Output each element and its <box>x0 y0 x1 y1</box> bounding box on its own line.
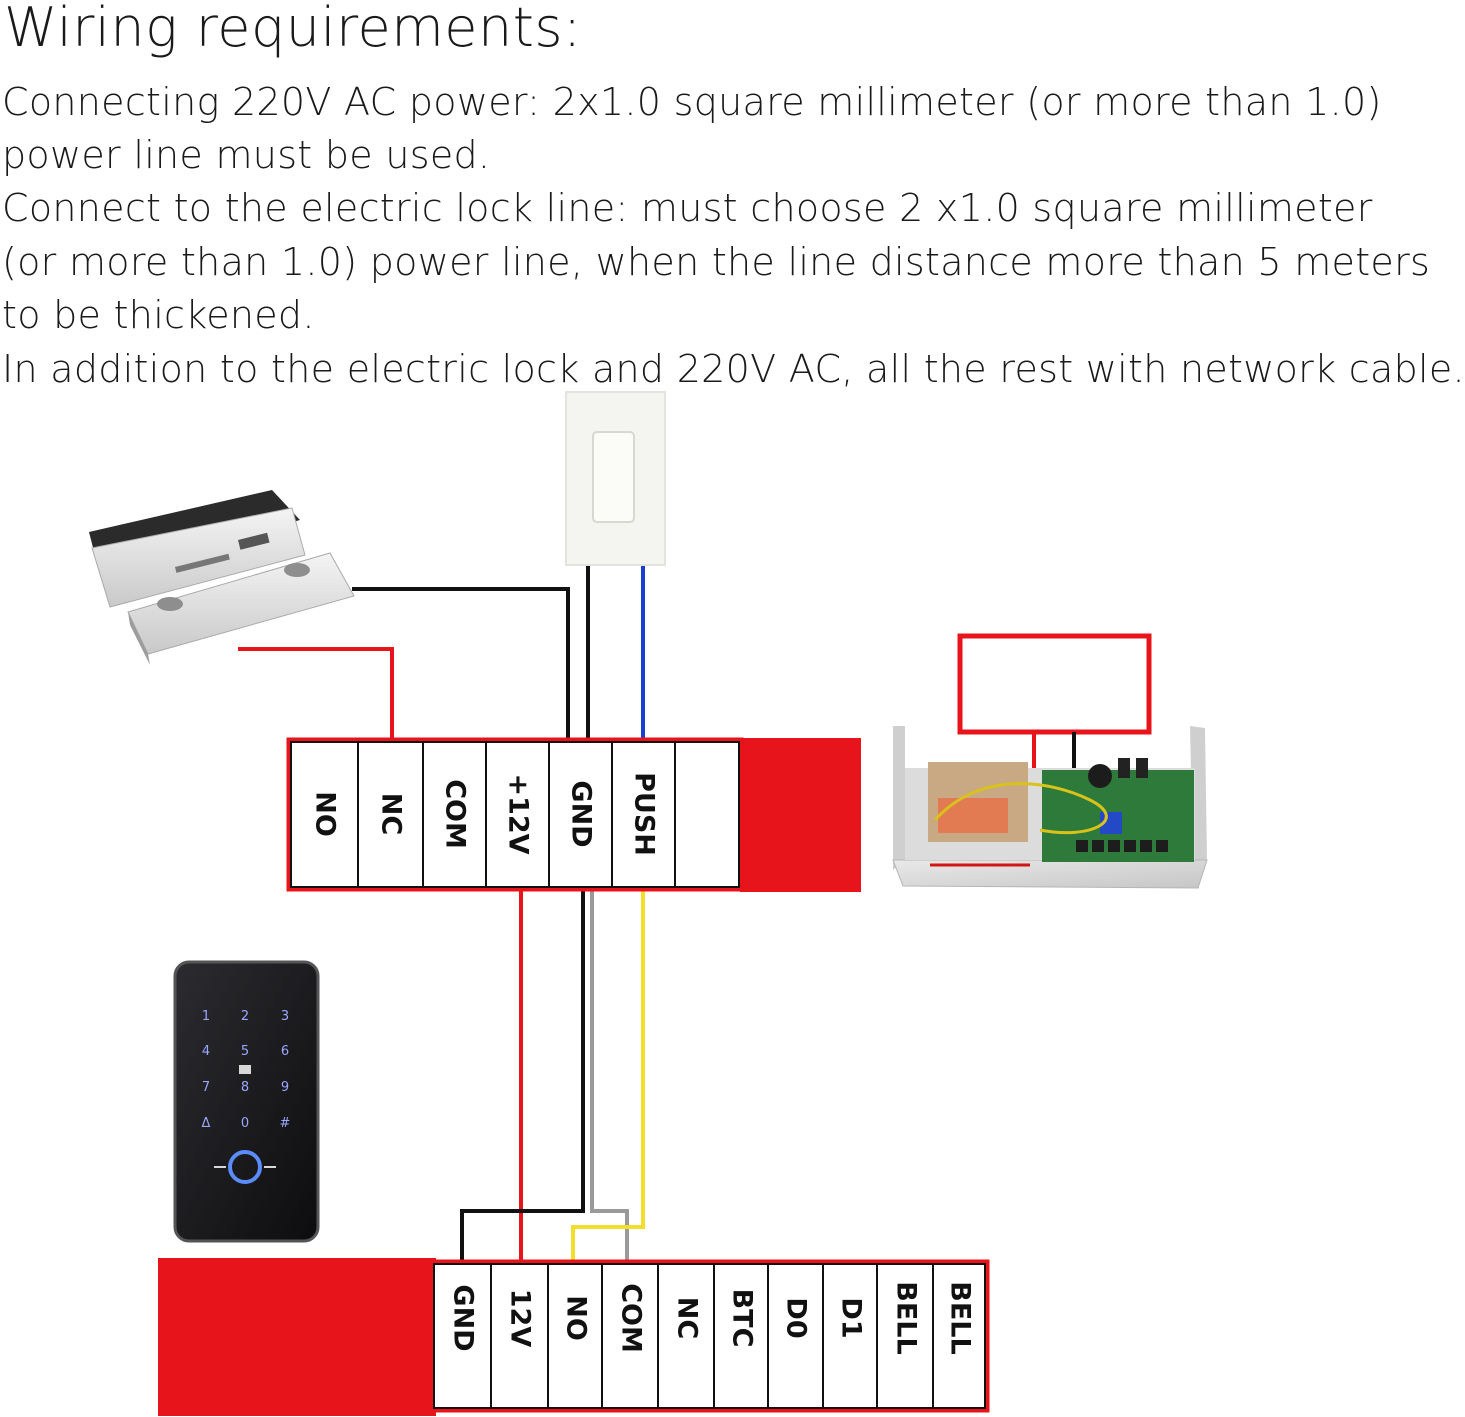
ps-terminal-gnd: GND <box>566 780 597 847</box>
ctrl-terminal-gnd: GND <box>448 1284 479 1351</box>
requirement-line-4: (or more than 1.0) power line, when the … <box>2 240 1431 284</box>
wire-black-gnd <box>460 888 585 1262</box>
ctrl-terminal-btc: BTC <box>727 1289 758 1348</box>
wire-yellow-push <box>571 888 645 1262</box>
power-supply-terminal-block: NO NC COM +12V GND PUSH <box>286 737 861 892</box>
keypad-key-0: 0 <box>241 1116 249 1131</box>
keypad-key-3: 3 <box>281 1009 289 1024</box>
keypad-key-6: 6 <box>281 1044 289 1059</box>
keypad-key-4: 4 <box>202 1044 210 1059</box>
ps-terminal-push: PUSH <box>629 772 660 856</box>
keypad-key-bell: Δ <box>202 1116 211 1131</box>
ps-terminal-no: NO <box>310 791 341 837</box>
keypad-key-9: 9 <box>281 1080 289 1095</box>
ps-terminal-12v: +12V <box>503 773 534 854</box>
wire-red-lock <box>238 647 394 740</box>
ctrl-terminal-nc: NC <box>672 1297 703 1339</box>
ps-terminal-com: COM <box>440 779 471 849</box>
requirement-line-5: to be thickened. <box>2 293 315 337</box>
power-supply-icon <box>892 633 1208 889</box>
controller-terminal-block: GND 12V NO COM NC BTC D0 D1 BELL BELL <box>158 1258 990 1416</box>
keypad-key-1: 1 <box>202 1009 210 1024</box>
wire-gray-com <box>590 888 629 1262</box>
ctrl-terminal-no: NO <box>561 1295 592 1341</box>
requirement-line-1: Connecting 220V AC power: 2x1.0 square m… <box>2 80 1382 124</box>
ctrl-terminal-bell-2: BELL <box>945 1281 976 1354</box>
ctrl-terminal-d1: D1 <box>836 1297 867 1338</box>
ps-terminal-nc: NC <box>376 793 407 835</box>
ctrl-terminal-12v: 12V <box>505 1289 536 1348</box>
exit-button-icon <box>565 391 666 566</box>
requirement-line-6: In addition to the electric lock and 220… <box>2 347 1465 391</box>
fingerprint-sensor-icon <box>228 1150 262 1184</box>
keypad-key-8: 8 <box>241 1080 249 1095</box>
keypad-key-5: 5 <box>241 1044 249 1059</box>
page-title: Wiring requirements: <box>4 0 582 59</box>
wire-black-lock <box>352 587 570 740</box>
wires <box>238 566 645 1262</box>
ctrl-terminal-d0: D0 <box>781 1297 812 1338</box>
magnetic-lock-icon <box>89 490 355 665</box>
keypad-key-hash: # <box>280 1116 291 1131</box>
requirement-line-3: Connect to the electric lock line: must … <box>2 186 1373 230</box>
ctrl-terminal-com: COM <box>616 1283 647 1353</box>
keypad-icon: 1 2 3 4 5 6 7 8 9 Δ 0 # <box>173 960 320 1243</box>
ctrl-terminal-bell-1: BELL <box>891 1281 922 1354</box>
keypad-key-2: 2 <box>241 1009 249 1024</box>
keypad-key-7: 7 <box>202 1080 210 1095</box>
requirement-line-2: power line must be used. <box>2 133 491 177</box>
